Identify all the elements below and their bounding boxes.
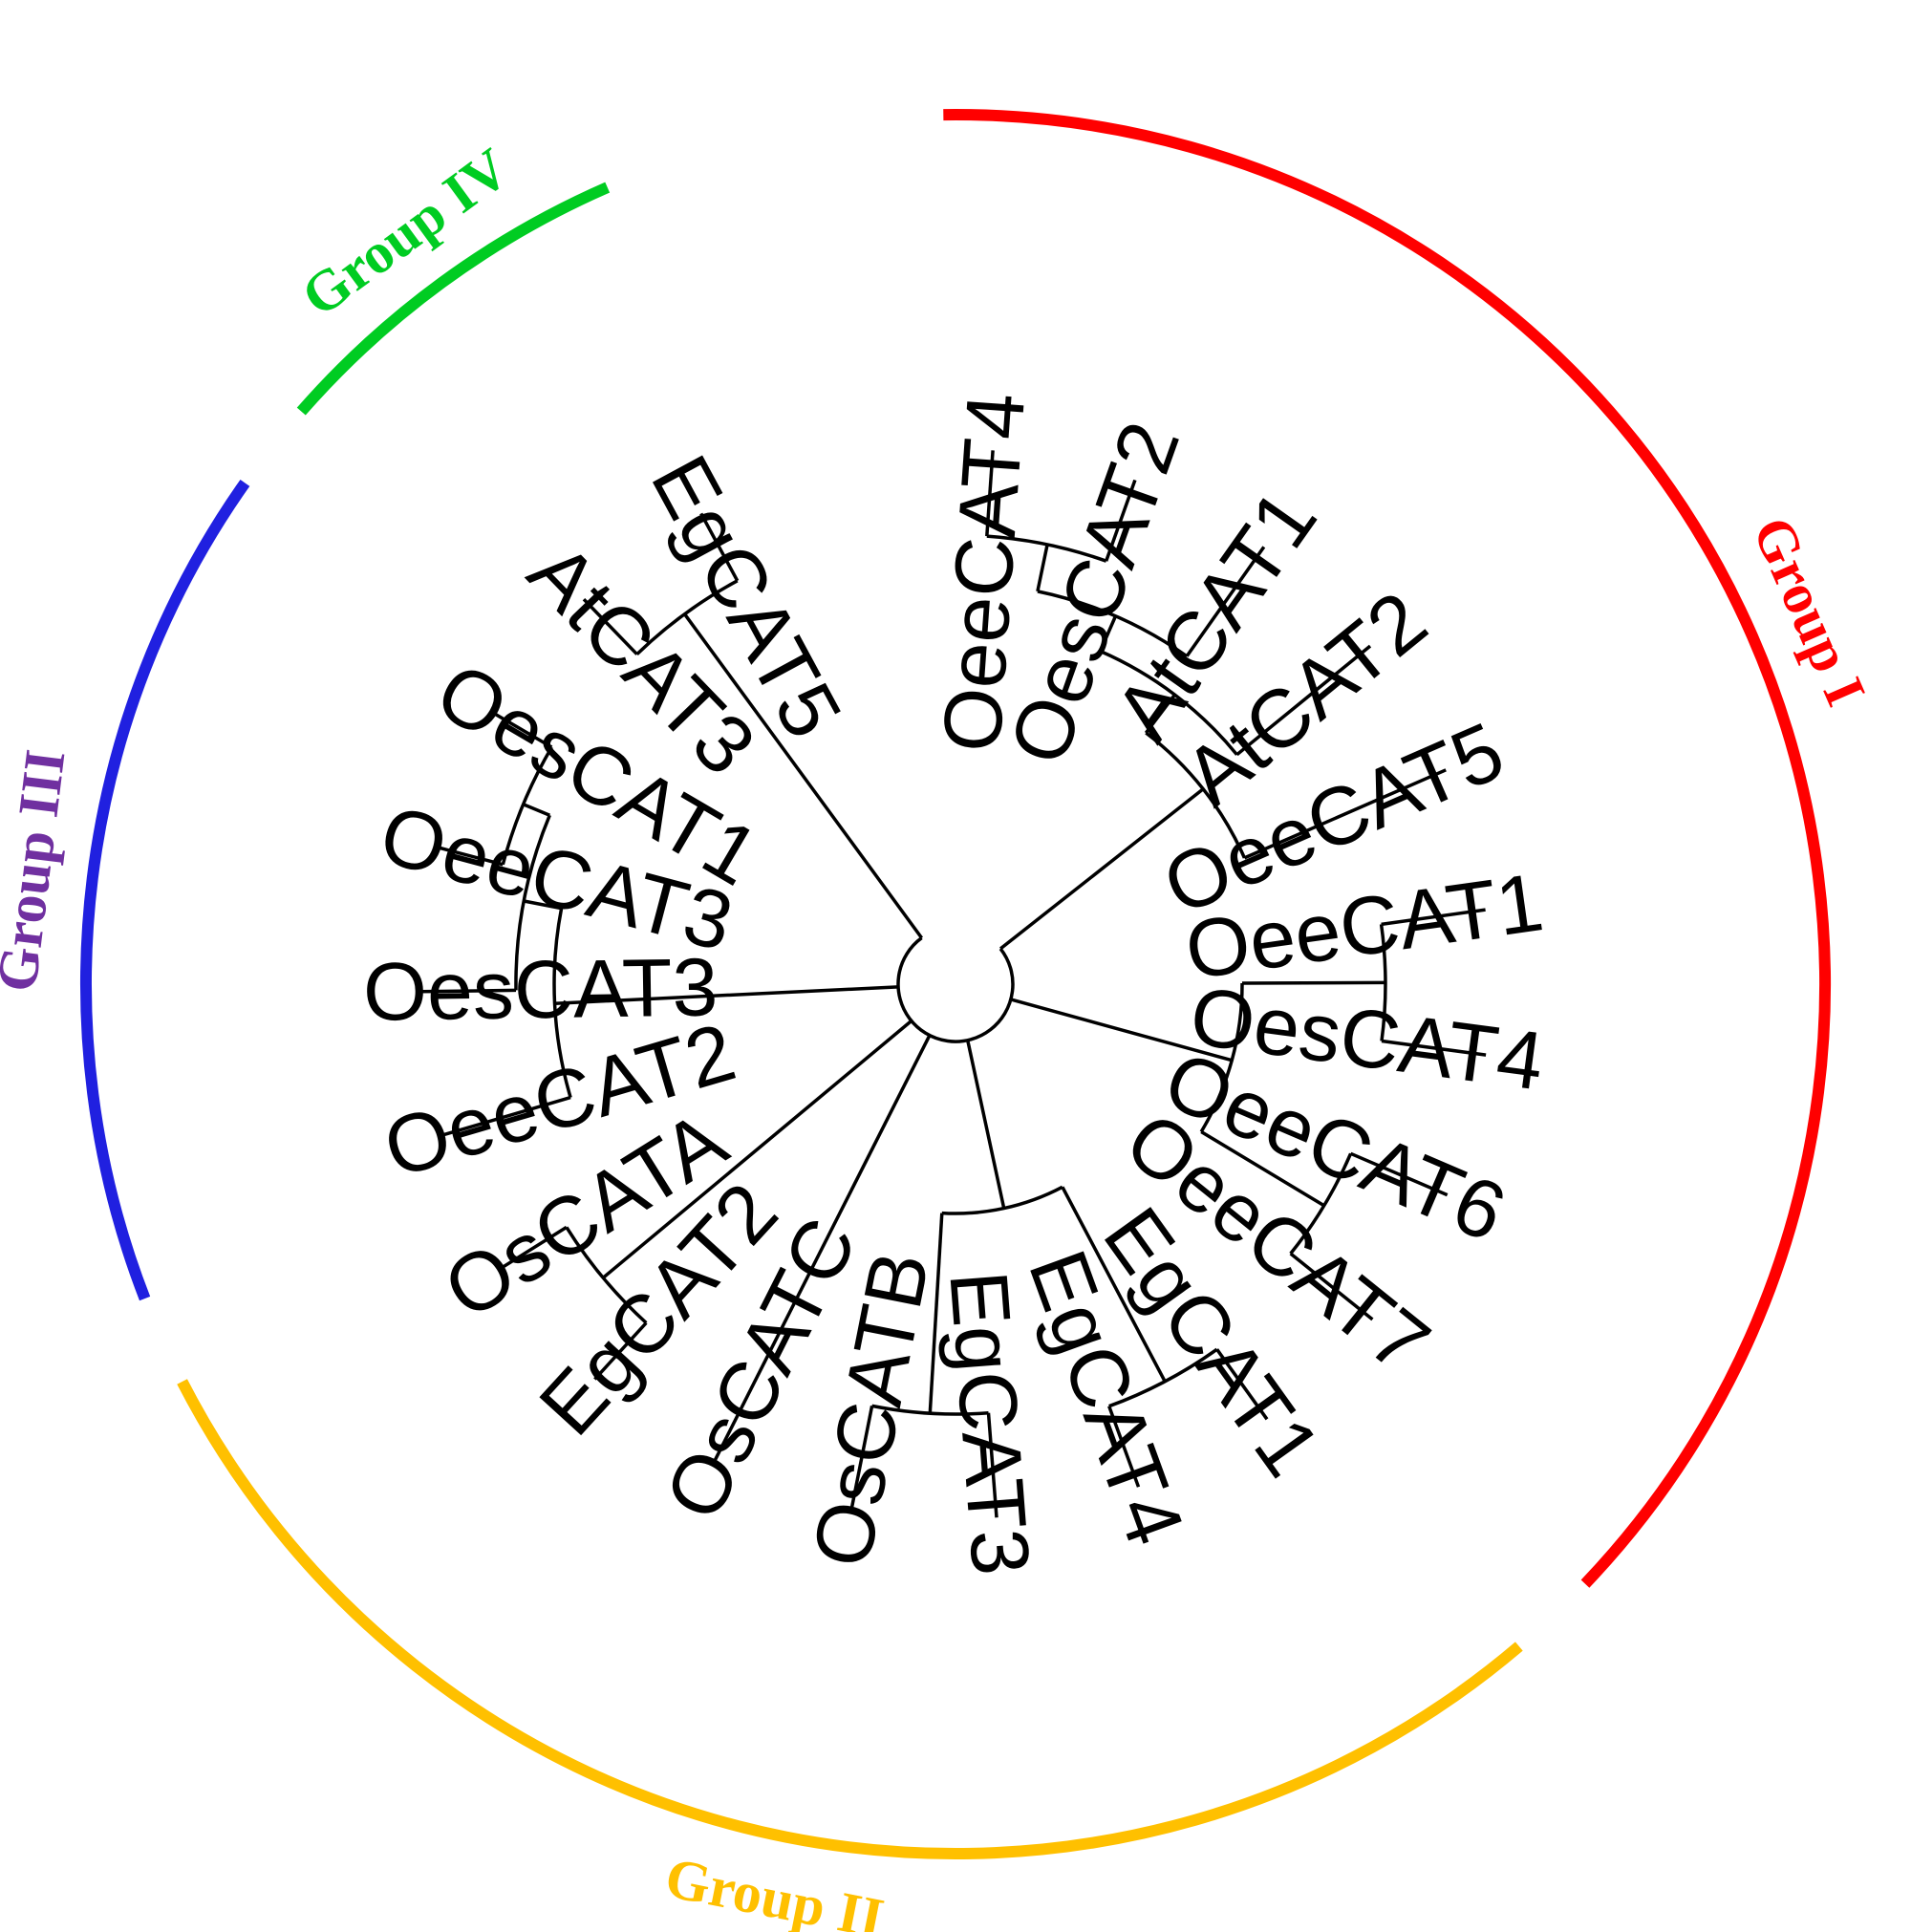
internal-branch bbox=[999, 787, 1205, 951]
branch-to-oeecat1 bbox=[1381, 908, 1486, 927]
branch-to-oeecat7 bbox=[1289, 1252, 1374, 1321]
clade-connector bbox=[896, 936, 1015, 1043]
internal-branch bbox=[1098, 615, 1118, 653]
group-label-group-ii: Group II bbox=[660, 1846, 889, 1932]
branch-to-oescat3 bbox=[420, 988, 517, 994]
clade-connector bbox=[1289, 1152, 1353, 1256]
group-label-group-i: Group I bbox=[1741, 508, 1878, 715]
clade-connector bbox=[1379, 924, 1387, 1041]
clade-connector bbox=[1145, 731, 1247, 859]
internal-branch bbox=[523, 899, 562, 911]
leaf-label-oescat3: OesCAT3 bbox=[362, 942, 718, 1039]
branch-to-oscatb bbox=[849, 1406, 874, 1510]
branch-to-atcat3 bbox=[582, 597, 638, 655]
clade-connector bbox=[552, 908, 572, 1099]
group-arc-group-i bbox=[943, 109, 1831, 1588]
branch-to-oescat1 bbox=[493, 712, 553, 749]
clade-connector bbox=[565, 1226, 648, 1324]
clade-connector bbox=[1108, 1347, 1218, 1408]
group-arc-group-ii bbox=[177, 1379, 1523, 1860]
internal-branch bbox=[522, 803, 550, 817]
clade-connector bbox=[635, 579, 739, 655]
group-arc-group-iii bbox=[80, 479, 250, 1301]
internal-branch bbox=[1241, 980, 1386, 985]
branch-to-oeecat5 bbox=[1243, 768, 1447, 860]
branch-to-oeecat3 bbox=[438, 846, 504, 867]
internal-branch bbox=[1036, 544, 1049, 592]
branch-to-oscata bbox=[501, 1225, 568, 1270]
internal-branch bbox=[554, 985, 899, 1005]
clade-connector bbox=[871, 1404, 989, 1416]
internal-branch bbox=[1200, 1130, 1325, 1208]
branch-to-egcat2 bbox=[593, 1321, 648, 1381]
group-labels: Group I Group II Group III Group IV bbox=[0, 137, 1878, 1932]
branch-to-egcat5 bbox=[699, 512, 740, 582]
group-label-group-iv: Group IV bbox=[290, 137, 521, 329]
branch-to-oeecat2 bbox=[441, 1095, 571, 1137]
clade-connector bbox=[941, 1185, 1063, 1215]
clade-connector bbox=[501, 746, 553, 866]
branch-to-oeecat6 bbox=[1349, 1151, 1449, 1197]
internal-branch bbox=[1061, 1186, 1167, 1383]
branch-to-egcat4 bbox=[1107, 1406, 1141, 1488]
internal-branch bbox=[1144, 694, 1176, 735]
internal-branch bbox=[683, 612, 924, 939]
clade-connector bbox=[514, 814, 551, 991]
branch-to-atcat1 bbox=[1185, 546, 1266, 657]
clade-connector bbox=[1099, 649, 1238, 756]
branch-to-egcat3 bbox=[986, 1412, 998, 1518]
branch-to-egcat1 bbox=[1215, 1348, 1269, 1421]
group-arcs bbox=[80, 109, 1831, 1860]
internal-branch bbox=[928, 1213, 944, 1414]
internal-branch bbox=[965, 1040, 1006, 1209]
branch-to-oeecat4 bbox=[985, 450, 995, 537]
clade-connector bbox=[986, 534, 1107, 563]
branch-to-atcat2 bbox=[1235, 644, 1372, 757]
tree-branches bbox=[420, 450, 1487, 1518]
branch-to-oescat4 bbox=[1381, 1039, 1487, 1057]
branch-to-oescat2 bbox=[1105, 479, 1137, 562]
branch-to-oscatc bbox=[712, 1034, 932, 1463]
internal-branch bbox=[602, 1020, 913, 1279]
internal-branch bbox=[1010, 998, 1233, 1063]
group-arc-group-iv bbox=[296, 182, 611, 416]
clade-connector bbox=[1037, 590, 1189, 658]
clade-connector bbox=[1199, 982, 1244, 1133]
group-label-group-iii: Group III bbox=[0, 746, 77, 995]
